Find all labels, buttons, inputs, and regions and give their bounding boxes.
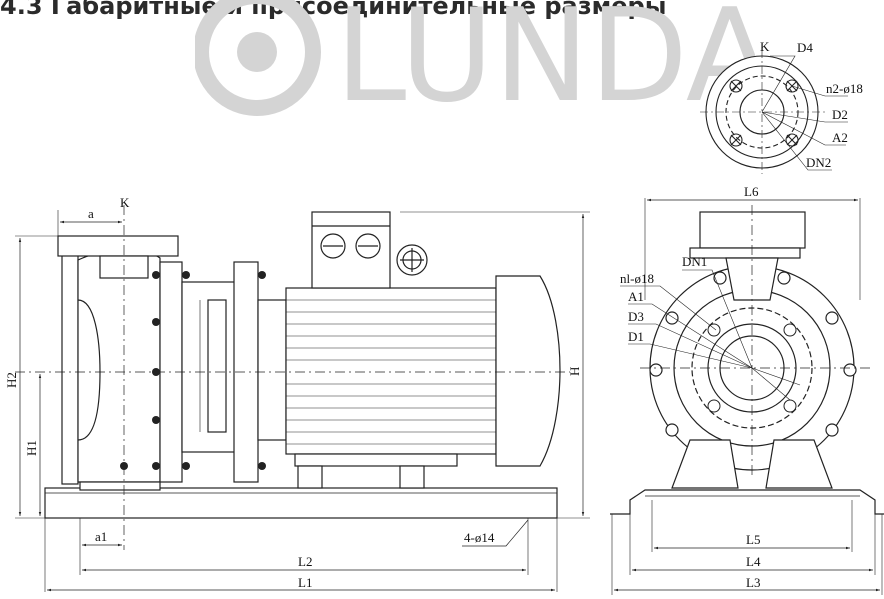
- flange-view: [700, 50, 848, 174]
- dim-l5-label: L5: [746, 532, 760, 547]
- motor-body: [285, 287, 497, 455]
- pump-outlet-flange: [57, 235, 179, 257]
- dim-a-label: a: [88, 206, 94, 221]
- dim-l1-label: L1: [298, 575, 312, 590]
- dn2-label: DN2: [806, 155, 831, 170]
- dim-l2-label: L2: [298, 554, 312, 569]
- pump-inlet-flange: [61, 251, 79, 485]
- page-title: 4.3 Габаритные и присоединительные разме…: [0, 0, 667, 20]
- dim-k-label: K: [120, 195, 130, 210]
- n2-holes-label: n2-ø18: [826, 81, 863, 96]
- dn1-label: DN1: [682, 254, 707, 269]
- d2-label: D2: [832, 107, 848, 122]
- base-holes-label: 4-ø14: [464, 530, 495, 545]
- terminal-box: [311, 211, 391, 289]
- d3-label: D3: [628, 309, 644, 324]
- a2-label: A2: [832, 130, 848, 145]
- dim-l6-label: L6: [744, 184, 759, 199]
- watermark-text: LUNDA: [335, 0, 755, 120]
- front-view: [610, 198, 884, 595]
- dim-h1-label: H1: [24, 440, 39, 456]
- lunda-watermark-logo: LUNDA: [195, 0, 755, 120]
- flange-k-label: K: [760, 39, 770, 54]
- pump-volute: [77, 249, 161, 483]
- coupling-housing: [181, 281, 238, 453]
- dim-h2-label: H2: [4, 372, 19, 388]
- dim-l4-label: L4: [746, 554, 761, 569]
- fan-cover: [495, 275, 561, 467]
- n1-holes-label: nl-ø18: [620, 271, 654, 286]
- dim-a1-label: a1: [95, 529, 107, 544]
- dim-h-label: H: [567, 367, 582, 376]
- d1-label: D1: [628, 329, 644, 344]
- base-frame: [44, 487, 558, 519]
- dim-l3-label: L3: [746, 575, 760, 590]
- side-view: [15, 205, 590, 592]
- d4-label: D4: [797, 40, 813, 55]
- a1-label: A1: [628, 289, 644, 304]
